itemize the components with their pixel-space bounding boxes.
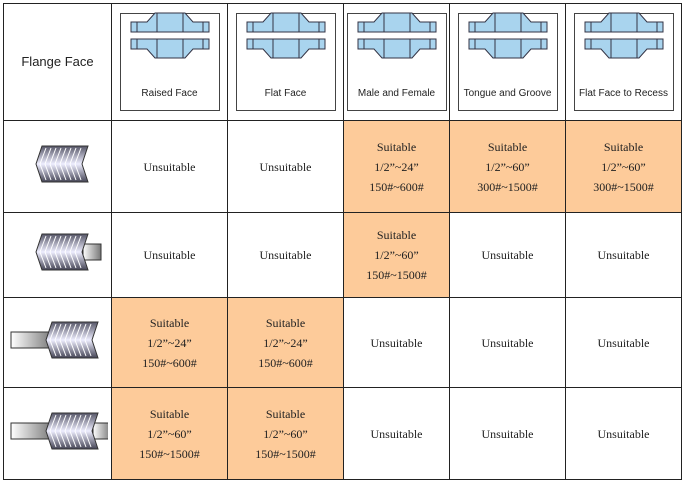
cell-line: 300#~1500# (593, 179, 654, 194)
cell-line: 1/2”~60” (147, 426, 192, 441)
cell-line: Suitable (603, 139, 644, 154)
flange-diagram-icon (354, 12, 440, 78)
flange-face-card: Flat Face (235, 12, 336, 111)
flange-face-1: Flat Face (227, 3, 344, 121)
flange-face-0: Raised Face (111, 3, 228, 121)
unsuitable-cell: Unsuitable (227, 120, 344, 213)
gasket-inner-outer-ring-icon (8, 412, 111, 454)
cell-line: Unsuitable (143, 159, 196, 174)
flange-diagram-icon (243, 12, 329, 78)
cell-line: 150#~1500# (255, 446, 316, 461)
unsuitable-cell: Unsuitable (227, 212, 344, 298)
flange-face-name: Flat Face (264, 88, 307, 99)
flange-face-card: Male and Female (346, 12, 447, 111)
cell-line: Suitable (376, 228, 417, 242)
unsuitable-cell: Unsuitable (449, 297, 566, 388)
flange-face-name: Flat Face to Recess (579, 88, 668, 99)
cell-line: 1/2”~24” (263, 335, 308, 350)
flange-face-label: Flange Face (3, 3, 112, 121)
unsuitable-cell: Unsuitable (565, 387, 682, 480)
table-row: Unsuitable Unsuitable Suitable 1/2”~24” 150#… (3, 120, 682, 213)
cell-line: 150#~1500# (366, 268, 427, 282)
cell-line: Suitable (149, 406, 190, 421)
cell-line: Unsuitable (143, 248, 196, 262)
cell-line: 1/2”~24” (147, 335, 192, 350)
gasket-inner-ring-icon (8, 233, 108, 275)
suitable-cell: Suitable 1/2”~60” 300#~1500# (565, 120, 682, 213)
cell-line: 150#~1500# (139, 446, 200, 461)
cell-line: 1/2”~60” (374, 248, 419, 262)
cell-line: 150#~600# (142, 355, 197, 370)
cell-line: Suitable (149, 315, 190, 330)
cell-line: Unsuitable (259, 159, 312, 174)
flange-face-2: Male and Female (343, 3, 450, 121)
unsuitable-cell: Unsuitable (343, 387, 450, 480)
unsuitable-cell: Unsuitable (111, 212, 228, 298)
cell-line: Unsuitable (597, 426, 650, 441)
unsuitable-cell: Unsuitable (343, 297, 450, 388)
flange-face-name: Male and Female (357, 88, 436, 99)
cell-line: Suitable (265, 315, 306, 330)
flange-face-4: Flat Face to Recess (565, 3, 682, 121)
flange-face-card: Flat Face to Recess (573, 12, 674, 111)
unsuitable-cell: Unsuitable (565, 212, 682, 298)
cell-line: Unsuitable (597, 335, 650, 350)
flange-face-name: Raised Face (141, 88, 198, 99)
cell-line: Unsuitable (259, 248, 312, 262)
cell-line: Suitable (376, 139, 417, 154)
cell-line: Suitable (265, 406, 306, 421)
suitable-cell: Suitable 1/2”~24” 150#~600# (111, 297, 228, 388)
gasket-outer-ring-icon (8, 321, 108, 363)
gasket-type-cell (3, 120, 112, 213)
unsuitable-cell: Unsuitable (111, 120, 228, 213)
cell-line: 1/2”~60” (263, 426, 308, 441)
cell-line: 1/2”~60” (485, 159, 530, 174)
cell-line: Unsuitable (481, 248, 534, 262)
cell-line: 300#~1500# (477, 179, 538, 194)
gasket-type-cell (3, 387, 112, 480)
table-row: Suitable 1/2”~60” 150#~1500# Suitable 1/2”~6… (3, 387, 682, 480)
cell-line: Suitable (487, 139, 528, 154)
flange-diagram-icon (127, 12, 213, 78)
cell-line: 1/2”~24” (374, 159, 419, 174)
flange-face-3: Tongue and Groove (449, 3, 566, 121)
gasket-no-ring-icon (8, 145, 108, 187)
unsuitable-cell: Unsuitable (565, 297, 682, 388)
cell-line: Unsuitable (370, 335, 423, 350)
flange-diagram-icon (581, 12, 667, 78)
flange-diagram-icon (465, 12, 551, 78)
flange-face-card: Raised Face (119, 12, 220, 111)
suitable-cell: Suitable 1/2”~24” 150#~600# (343, 120, 450, 213)
cell-line: Unsuitable (370, 426, 423, 441)
cell-line: Unsuitable (597, 248, 650, 262)
gasket-type-cell (3, 212, 112, 298)
cell-line: Unsuitable (481, 426, 534, 441)
suitable-cell: Suitable 1/2”~24” 150#~600# (227, 297, 344, 388)
table-row: Suitable 1/2”~24” 150#~600# Suitable 1/2”~24… (3, 297, 682, 388)
gasket-type-cell (3, 297, 112, 388)
unsuitable-cell: Unsuitable (449, 387, 566, 480)
cell-line: 1/2”~60” (601, 159, 646, 174)
cell-line: 150#~600# (369, 179, 424, 194)
table-row: Unsuitable Unsuitable Suitable 1/2”~60” 150#… (3, 212, 682, 298)
suitable-cell: Suitable 1/2”~60” 150#~1500# (343, 212, 450, 298)
flange-face-card: Tongue and Groove (457, 12, 558, 111)
flange-gasket-table: Flange Face Raised Face Flat Face Male and… (3, 3, 682, 480)
suitable-cell: Suitable 1/2”~60” 150#~1500# (111, 387, 228, 480)
suitable-cell: Suitable 1/2”~60” 150#~1500# (227, 387, 344, 480)
flange-face-name: Tongue and Groove (463, 88, 552, 99)
suitable-cell: Suitable 1/2”~60” 300#~1500# (449, 120, 566, 213)
cell-line: Unsuitable (481, 335, 534, 350)
cell-line: 150#~600# (258, 355, 313, 370)
unsuitable-cell: Unsuitable (449, 212, 566, 298)
